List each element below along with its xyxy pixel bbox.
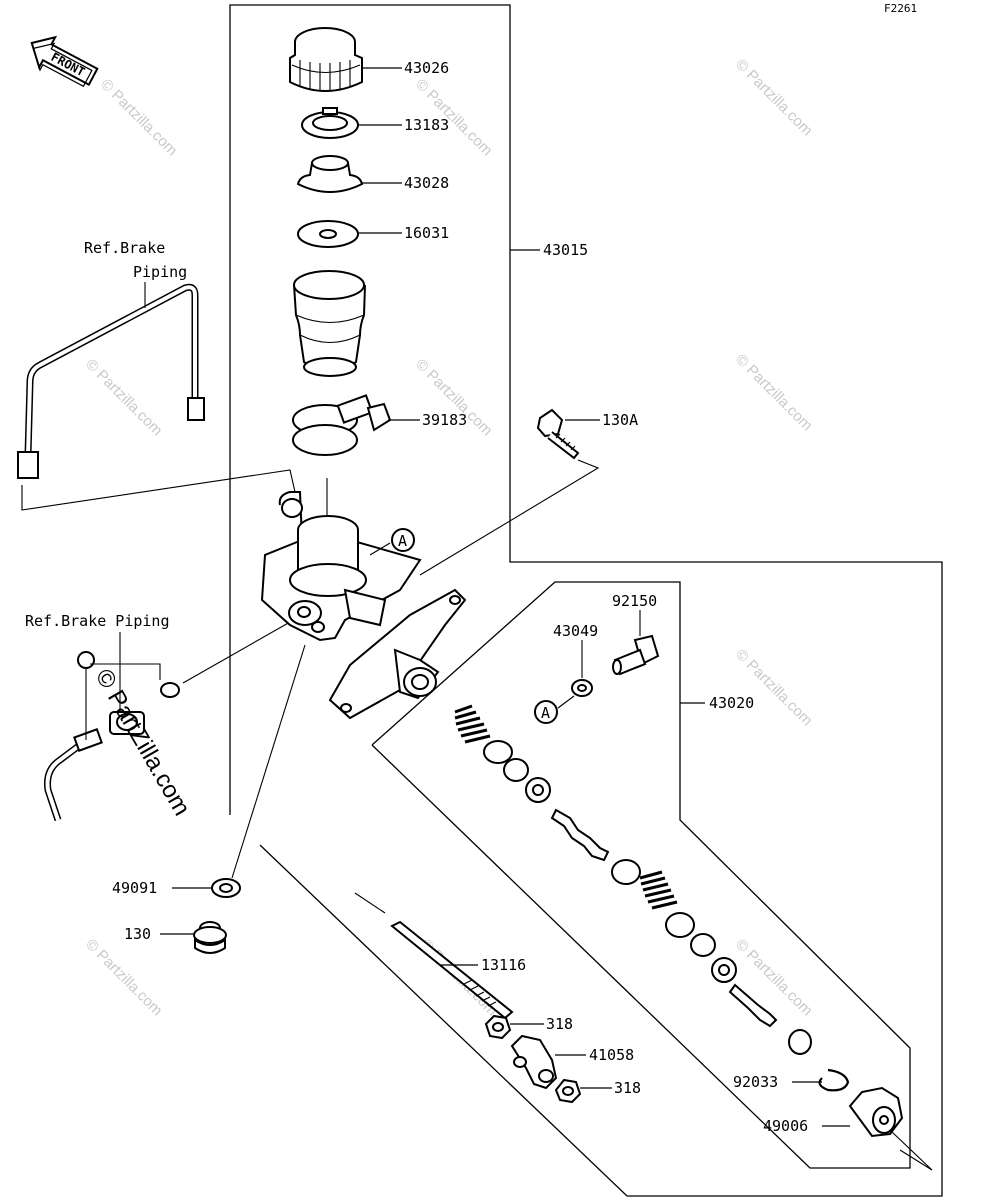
ref-brake-piping-label-1: Ref.Brake bbox=[84, 239, 165, 257]
brake-piping-lower bbox=[44, 621, 291, 822]
clamp-part bbox=[292, 394, 392, 456]
part-label-13183: 13183 bbox=[404, 116, 449, 134]
part-label-43026: 43026 bbox=[404, 59, 449, 77]
callout-a-washer: A bbox=[541, 704, 550, 722]
diaphragm-part bbox=[296, 155, 364, 193]
master-cylinder-part bbox=[260, 478, 467, 720]
part-label-92033: 92033 bbox=[733, 1073, 778, 1091]
joint-part bbox=[510, 1034, 558, 1090]
ref-brake-piping-label-2: Piping bbox=[133, 263, 187, 281]
dust-boot-part bbox=[848, 1086, 904, 1138]
callout-a-body: A bbox=[398, 532, 407, 550]
part-label-43049: 43049 bbox=[553, 622, 598, 640]
part-label-39183: 39183 bbox=[422, 411, 467, 429]
front-arrow-icon: FRONT bbox=[30, 35, 99, 88]
figure-code: F2261 bbox=[884, 2, 917, 15]
plate-part bbox=[301, 107, 359, 139]
nut-upper-part bbox=[484, 1014, 512, 1040]
part-label-41058: 41058 bbox=[589, 1046, 634, 1064]
part-label-318-upper: 318 bbox=[546, 1015, 573, 1033]
part-label-43020: 43020 bbox=[709, 694, 754, 712]
watermark: © Partzilla.com bbox=[732, 351, 815, 434]
push-rod-part bbox=[354, 892, 514, 1020]
part-label-130: 130 bbox=[124, 925, 151, 943]
cap-part bbox=[289, 27, 363, 92]
gasket-part bbox=[211, 878, 241, 898]
part-label-16031: 16031 bbox=[404, 224, 449, 242]
part-label-318-lower: 318 bbox=[614, 1079, 641, 1097]
watermark: © Partzilla.com bbox=[732, 56, 815, 139]
watermark: © Partzilla.com bbox=[732, 936, 815, 1019]
banjo-bolt-part bbox=[612, 634, 660, 676]
part-label-13116: 13116 bbox=[481, 956, 526, 974]
watermark: © Partzilla.com bbox=[97, 76, 180, 159]
watermarks: © Partzilla.com © Partzilla.com © Partzi… bbox=[82, 56, 815, 1019]
part-label-130A: 130A bbox=[602, 411, 638, 429]
watermark: © Partzilla.com bbox=[732, 646, 815, 729]
part-label-43028: 43028 bbox=[404, 174, 449, 192]
flange-bolt-part bbox=[536, 408, 580, 460]
sealing-washer-part bbox=[571, 679, 593, 697]
reservoir-part bbox=[293, 270, 366, 377]
piston-kit-parts bbox=[454, 704, 812, 1055]
ref-brake-piping-label-3: Ref.Brake Piping bbox=[25, 612, 170, 630]
washer-part bbox=[297, 220, 359, 248]
bleeder-bolt-part bbox=[193, 921, 227, 954]
watermark: © Partzilla.com bbox=[82, 356, 165, 439]
part-label-92150: 92150 bbox=[612, 592, 657, 610]
watermark: © Partzilla.com bbox=[82, 936, 165, 1019]
brake-piping-upper bbox=[17, 282, 299, 511]
circlip-part bbox=[818, 1068, 850, 1092]
part-label-43015: 43015 bbox=[543, 241, 588, 259]
part-label-49091: 49091 bbox=[112, 879, 157, 897]
nut-lower-part bbox=[554, 1078, 582, 1104]
part-label-49006: 49006 bbox=[763, 1117, 808, 1135]
